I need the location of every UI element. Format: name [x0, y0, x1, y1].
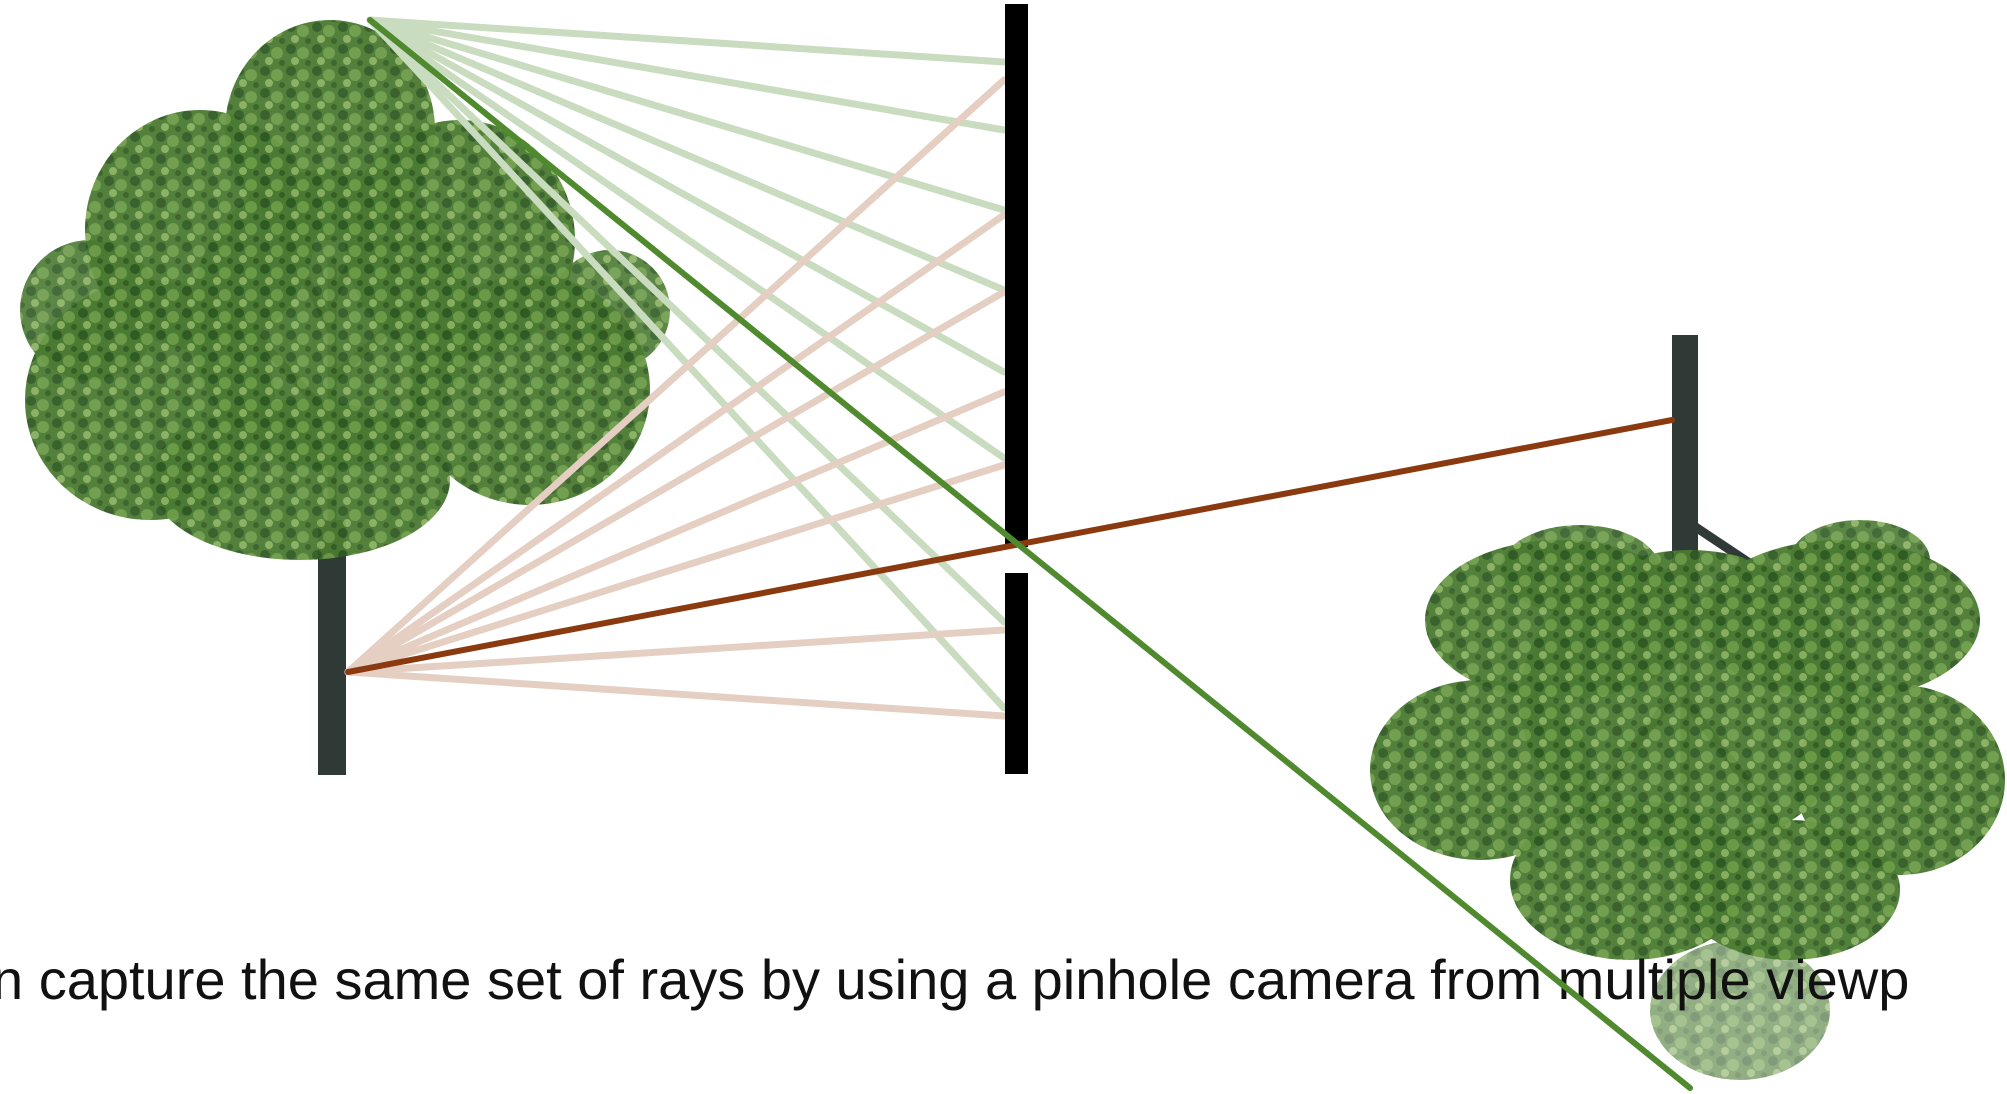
pinhole-barrier: [1005, 4, 1028, 774]
barrier-lower: [1005, 573, 1028, 774]
object-tree-foliage: [20, 20, 670, 560]
faint-green-ray: [366, 16, 1008, 66]
barrier-upper: [1005, 4, 1028, 547]
faint-brown-ray: [344, 668, 1008, 720]
caption-text: n capture the same set of rays by using …: [0, 948, 1910, 1011]
